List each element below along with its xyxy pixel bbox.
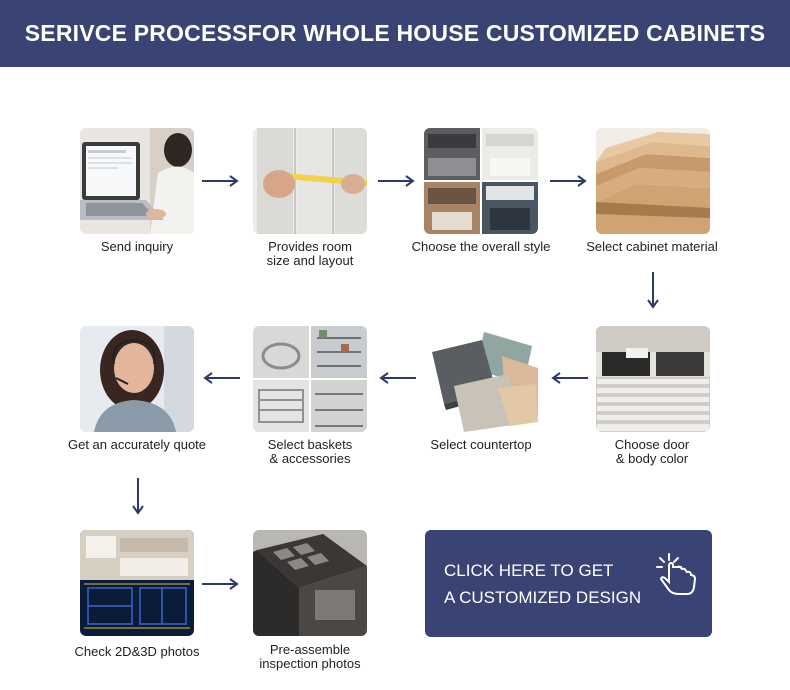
customized-design-button[interactable]: CLICK HERE TO GET A CUSTOMIZED DESIGN (425, 530, 712, 637)
kitchen-styles-image (424, 128, 538, 234)
arrow-left-icon (379, 372, 416, 384)
arrow-left-icon (203, 372, 240, 384)
door-color-image (596, 326, 710, 432)
step-label-pre-assemble: Pre-assemble inspection photos (259, 642, 361, 671)
step-label-door-color: Choose door & body color (614, 437, 690, 466)
tap-hand-icon (656, 553, 697, 595)
step-label-baskets: Select baskets & accessories (267, 437, 353, 466)
arrow-down-icon (132, 478, 144, 515)
customer-service-image (80, 326, 194, 432)
step-label-2d3d-photos: Check 2D&3D photos (74, 644, 200, 659)
countertop-samples-image (424, 326, 538, 432)
arrow-right-icon (202, 578, 239, 590)
cta-label: CLICK HERE TO GET A CUSTOMIZED DESIGN (444, 561, 642, 607)
step-label-overall-style: Choose the overall style (411, 239, 551, 254)
step-label-countertop: Select countertop (430, 437, 532, 452)
arrow-down-icon (647, 272, 659, 309)
design-drawings-image (80, 530, 194, 636)
send-inquiry-image (80, 128, 194, 234)
page-title: SERIVCE PROCESSFOR WHOLE HOUSE CUSTOMIZE… (24, 20, 766, 46)
room-measurement-image (253, 128, 367, 234)
step-label-send-inquiry: Send inquiry (100, 239, 174, 254)
arrow-left-icon (551, 372, 588, 384)
step-label-quote: Get an accurately quote (67, 437, 207, 452)
pre-assemble-image (253, 530, 367, 636)
cabinet-material-image (596, 128, 710, 234)
arrow-right-icon (550, 175, 587, 187)
step-label-cabinet-material: Select cabinet material (586, 239, 718, 254)
header-banner: SERIVCE PROCESSFOR WHOLE HOUSE CUSTOMIZE… (0, 0, 790, 67)
step-label-room-size: Provides room size and layout (266, 239, 354, 268)
arrow-right-icon (378, 175, 415, 187)
arrow-right-icon (202, 175, 239, 187)
baskets-accessories-image (253, 326, 367, 432)
